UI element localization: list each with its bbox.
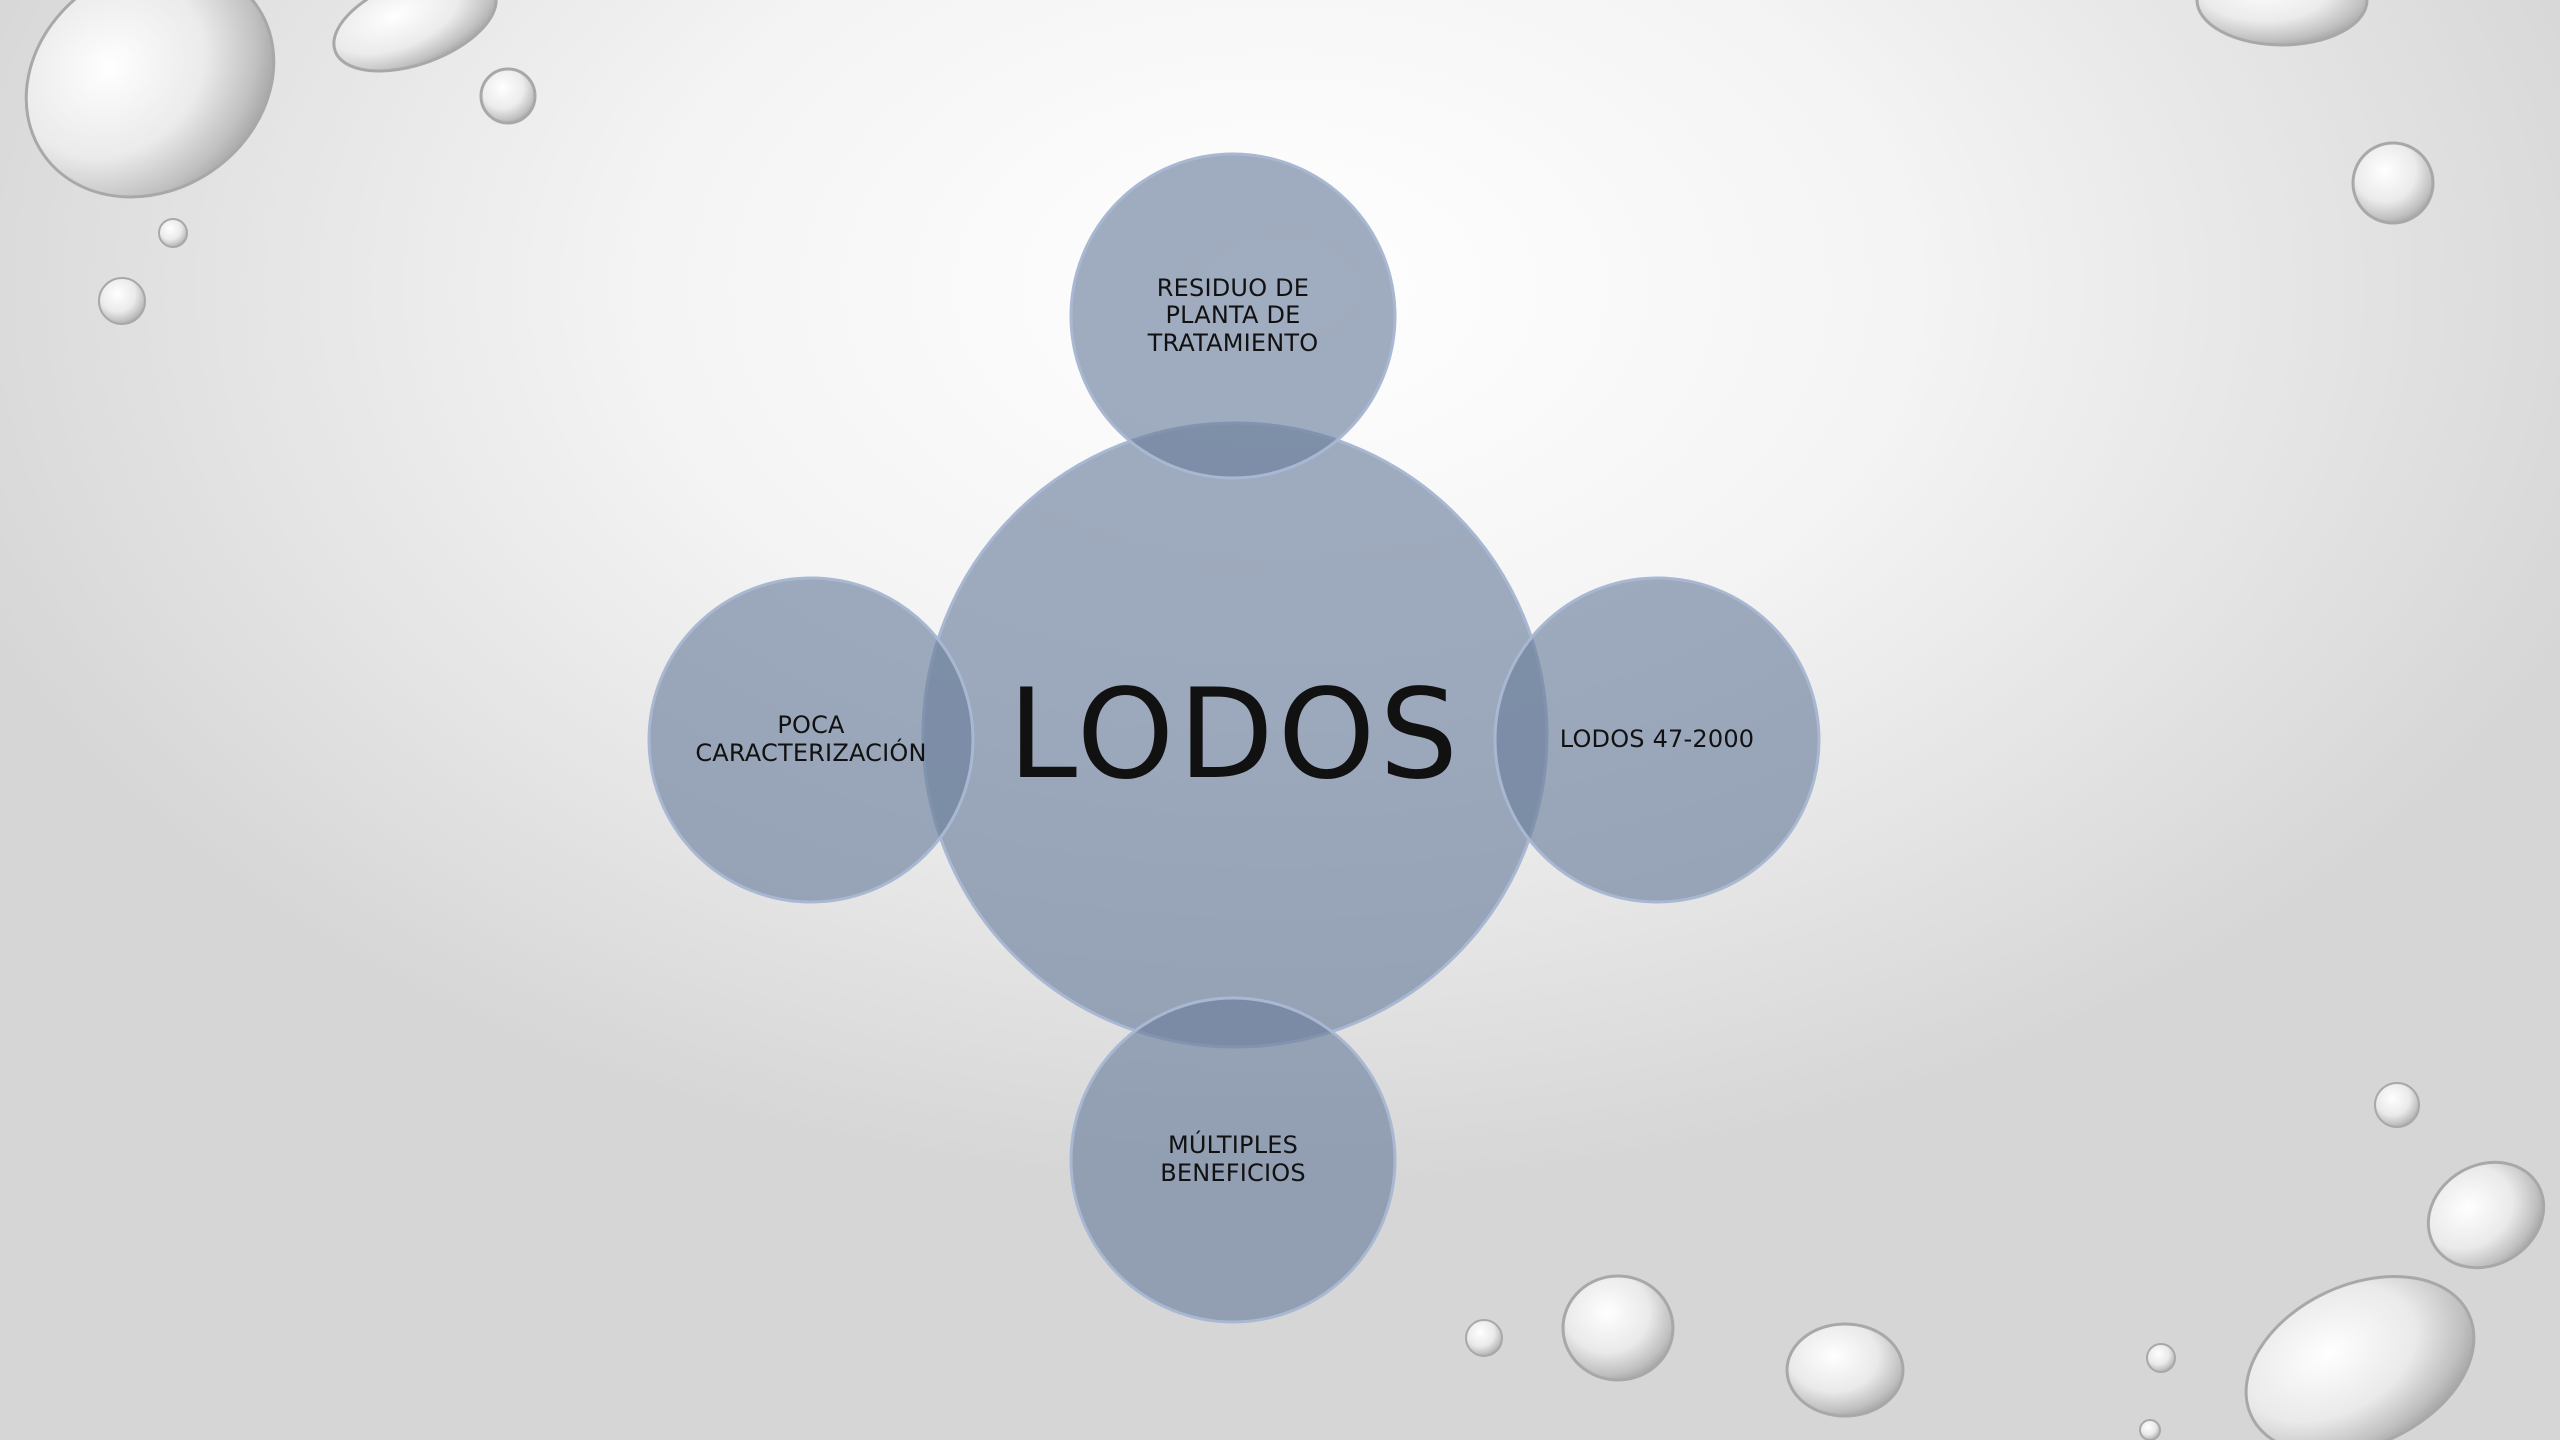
water-drop bbox=[332, 0, 498, 73]
water-drop bbox=[2244, 1275, 2476, 1440]
water-drops-top-right bbox=[2195, 0, 2435, 225]
water-drop bbox=[2374, 1082, 2420, 1128]
water-drop bbox=[158, 218, 188, 248]
water-drop bbox=[2146, 1343, 2176, 1373]
water-drops-top-left bbox=[24, 0, 537, 325]
water-drop bbox=[1785, 1322, 1905, 1418]
node-top: RESIDUO DE PLANTA DE TRATAMIENTO bbox=[1071, 154, 1395, 478]
water-drop bbox=[1561, 1274, 1675, 1382]
water-drop bbox=[479, 67, 537, 125]
node-left: POCA CARACTERIZACIÓN bbox=[649, 578, 973, 902]
node-bottom: MÚLTIPLES BENEFICIOS bbox=[1071, 998, 1395, 1322]
node-circle-right bbox=[1493, 576, 1821, 904]
node-label-right: LODOS 47-2000 bbox=[1559, 725, 1755, 754]
water-drop bbox=[24, 0, 276, 199]
node-right: LODOS 47-2000 bbox=[1495, 578, 1819, 902]
water-drop bbox=[2195, 0, 2369, 47]
node-circle-bottom bbox=[1069, 996, 1397, 1324]
center-label: LODOS bbox=[1007, 663, 1463, 807]
center-node: LODOS bbox=[923, 423, 1547, 1047]
water-drop bbox=[1465, 1319, 1503, 1357]
water-drop bbox=[98, 277, 146, 325]
node-label-left: POCA CARACTERIZACIÓN bbox=[695, 711, 927, 767]
water-drop bbox=[2426, 1160, 2546, 1270]
node-label-top: RESIDUO DE PLANTA DE TRATAMIENTO bbox=[1147, 273, 1319, 357]
water-drop bbox=[2351, 141, 2435, 225]
water-drop bbox=[2139, 1419, 2161, 1440]
node-circle-top bbox=[1069, 152, 1397, 480]
venn-diagram bbox=[647, 152, 1821, 1324]
node-circle-left bbox=[647, 576, 975, 904]
water-drops-bottom-right bbox=[1465, 1082, 2546, 1440]
node-label-bottom: MÚLTIPLES BENEFICIOS bbox=[1160, 1131, 1306, 1187]
